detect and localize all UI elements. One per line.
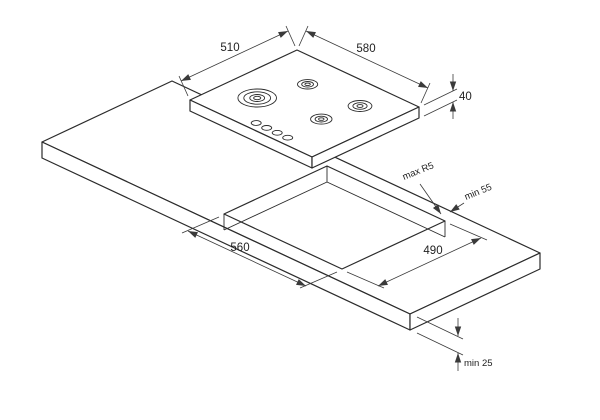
burner-ring (347, 100, 373, 112)
burner-ring (243, 91, 272, 105)
control-knobs (250, 120, 294, 141)
extension-line (423, 88, 458, 106)
dimension-line (187, 230, 307, 287)
label-min-25: min 25 (464, 358, 493, 369)
knob (250, 120, 262, 126)
dimension-hob-height: 40 (423, 74, 472, 119)
label-min-55: min 55 (463, 182, 494, 203)
cutout-inner-rim (223, 181, 328, 231)
leader-line (419, 183, 442, 215)
burner-cap (253, 95, 262, 101)
burner-ring (249, 94, 266, 102)
burner-cap (318, 117, 325, 121)
worktop-end-face (409, 252, 541, 331)
dimension-cutout-width: 560 (181, 216, 338, 289)
dimension-label-580: 580 (356, 43, 375, 55)
dimension-line (180, 30, 289, 82)
burner-ring (314, 115, 328, 123)
burner-front-right (310, 113, 333, 125)
burner-rear-right (347, 100, 373, 112)
extension-line (416, 332, 464, 356)
burner-ring (310, 113, 333, 125)
extension-line (416, 316, 464, 340)
knob (261, 125, 273, 131)
knob (271, 129, 283, 136)
leader-line (449, 202, 465, 213)
extension-line (298, 25, 309, 47)
burner-cap (356, 104, 364, 108)
burner-large (237, 88, 277, 108)
burner-ring (352, 102, 368, 110)
dimension-label-560: 560 (230, 242, 249, 254)
cutout-inner-rim (326, 181, 446, 238)
extension-line (178, 75, 189, 97)
extension-line (346, 271, 385, 289)
callout-rear-clearance: min 55 (449, 182, 494, 213)
label-max-r5: max R5 (401, 160, 435, 182)
dimension-label-40: 40 (459, 91, 472, 103)
hob-front-right-face (311, 106, 420, 169)
dimension-cutout-depth: 490 (346, 223, 488, 289)
dimension-label-510: 510 (220, 42, 239, 54)
extension-line (285, 25, 296, 47)
dimension-line (377, 237, 482, 287)
dimension-worktop-thickness: min 25 (416, 316, 493, 371)
knob (282, 134, 294, 141)
extension-line (449, 223, 488, 241)
burner-ring (237, 88, 277, 108)
dimension-hob-depth: 510 (178, 25, 296, 97)
extension-line (420, 82, 431, 104)
dimension-hob-width: 580 (298, 25, 431, 104)
extension-line (299, 271, 338, 289)
extension-line (181, 216, 220, 234)
dimension-line (305, 30, 429, 89)
dimension-label-490: 490 (423, 245, 442, 257)
